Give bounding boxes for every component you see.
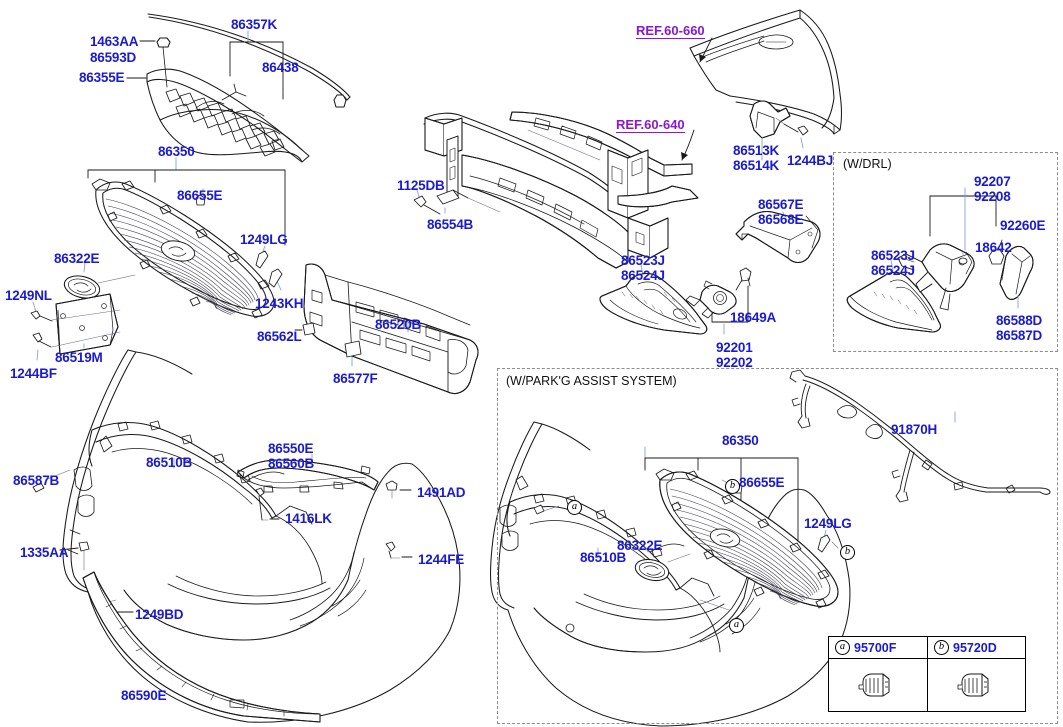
group-box-parking-assist xyxy=(497,368,1058,724)
legend-header-a: a 95700F xyxy=(829,637,927,659)
part-line: 86588D xyxy=(996,313,1043,328)
parking-sensor-icon xyxy=(858,673,890,697)
part-line: 86568E xyxy=(758,212,804,228)
part-label-86355E[interactable]: 86355E xyxy=(79,70,125,85)
part-line: 86567E xyxy=(758,197,804,212)
callout-mark-b-legend: b xyxy=(934,640,949,655)
part-label-1249LG-top[interactable]: 1249LG xyxy=(240,232,288,247)
part-label-1244BJ[interactable]: 1244BJ xyxy=(787,153,834,168)
part-line: 86514K xyxy=(733,158,780,174)
part-label-92260E[interactable]: 92260E xyxy=(1000,218,1046,233)
legend-body-b xyxy=(928,659,1025,711)
part-label-86510B-pa[interactable]: 86510B xyxy=(580,550,627,565)
part-label-91870H[interactable]: 91870H xyxy=(891,422,938,437)
ref-label-60-660[interactable]: REF.60-660 xyxy=(636,23,705,39)
part-label-86587B[interactable]: 86587B xyxy=(13,473,60,488)
parking-sensor-icon xyxy=(957,673,988,697)
legend-header-b: b 95720D xyxy=(928,637,1025,659)
part-line: 86550E xyxy=(268,441,314,456)
part-line: 86593D xyxy=(90,49,137,65)
part-line: 92207 xyxy=(974,174,1011,189)
part-line: 92202 xyxy=(716,355,753,371)
legend-code-95700F: 95700F xyxy=(854,640,897,655)
legend-code-95720D: 95720D xyxy=(953,640,997,655)
group-title-wdrl: (W/DRL) xyxy=(843,157,892,171)
part-label-1335AA[interactable]: 1335AA xyxy=(20,545,69,560)
part-label-86519M[interactable]: 86519M xyxy=(55,350,103,365)
part-line: 92208 xyxy=(974,189,1011,205)
part-line: 1463AA xyxy=(90,34,139,49)
part-line: 86523J xyxy=(871,248,915,263)
part-label-1243KH[interactable]: 1243KH xyxy=(255,296,304,311)
group-title-parking-assist: (W/PARK'G ASSIST SYSTEM) xyxy=(506,374,677,388)
part-label-1244BF[interactable]: 1244BF xyxy=(10,366,57,381)
callout-mark-a-upper[interactable]: a xyxy=(567,500,582,515)
part-line: 92201 xyxy=(716,340,753,355)
part-label-1244FE[interactable]: 1244FE xyxy=(418,552,465,567)
part-label-86562L[interactable]: 86562L xyxy=(257,329,302,344)
legend-cell-a[interactable]: a 95700F xyxy=(829,637,927,711)
ref-label-60-640[interactable]: REF.60-640 xyxy=(616,117,685,133)
part-label-86554B[interactable]: 86554B xyxy=(427,217,474,232)
part-label-86322E-pa[interactable]: 86322E xyxy=(617,538,663,553)
part-label-1249LG-pa[interactable]: 1249LG xyxy=(804,516,852,531)
sensor-legend-table: a 95700F b 957 xyxy=(828,636,1026,712)
callout-mark-a-legend: a xyxy=(835,640,850,655)
part-label-1249NL[interactable]: 1249NL xyxy=(5,288,52,303)
callout-mark-b-lower[interactable]: b xyxy=(840,545,855,560)
part-label-86577F[interactable]: 86577F xyxy=(333,371,378,386)
part-line: 86523J xyxy=(621,253,665,268)
callout-mark-a-lower[interactable]: a xyxy=(729,618,744,633)
part-label-18642[interactable]: 18642 xyxy=(975,240,1012,255)
part-label-86350-grille-top[interactable]: 86350 xyxy=(158,144,195,159)
legend-cell-b[interactable]: b 95720D xyxy=(927,637,1025,711)
part-label-86655E-pa[interactable]: 86655E xyxy=(739,475,785,490)
part-label-86350-grille-pa[interactable]: 86350 xyxy=(722,433,759,448)
part-line: 86524J xyxy=(871,263,915,279)
part-label-1125DB[interactable]: 1125DB xyxy=(397,178,445,193)
legend-body-a xyxy=(829,659,927,711)
part-label-86510B-left[interactable]: 86510B xyxy=(146,455,193,470)
part-label-86655E-top[interactable]: 86655E xyxy=(177,188,223,203)
part-line: 86513K xyxy=(733,143,780,158)
part-label-1249BD[interactable]: 1249BD xyxy=(135,607,184,622)
part-label-86357K[interactable]: 86357K xyxy=(231,17,278,32)
part-label-86590E[interactable]: 86590E xyxy=(121,688,167,703)
callout-mark-b-upper[interactable]: b xyxy=(725,479,740,494)
group-box-wdrl xyxy=(833,152,1058,352)
part-label-86438[interactable]: 86438 xyxy=(262,60,299,75)
part-label-1491AD[interactable]: 1491AD xyxy=(417,485,466,500)
part-label-86520B[interactable]: 86520B xyxy=(375,317,422,332)
part-label-1416LK[interactable]: 1416LK xyxy=(285,511,332,526)
part-line: 86560B xyxy=(268,456,315,472)
part-label-86322E-top[interactable]: 86322E xyxy=(54,251,100,266)
part-line: 86524J xyxy=(621,268,665,284)
part-label-18649A[interactable]: 18649A xyxy=(730,310,777,325)
part-line: 86587D xyxy=(996,328,1043,344)
